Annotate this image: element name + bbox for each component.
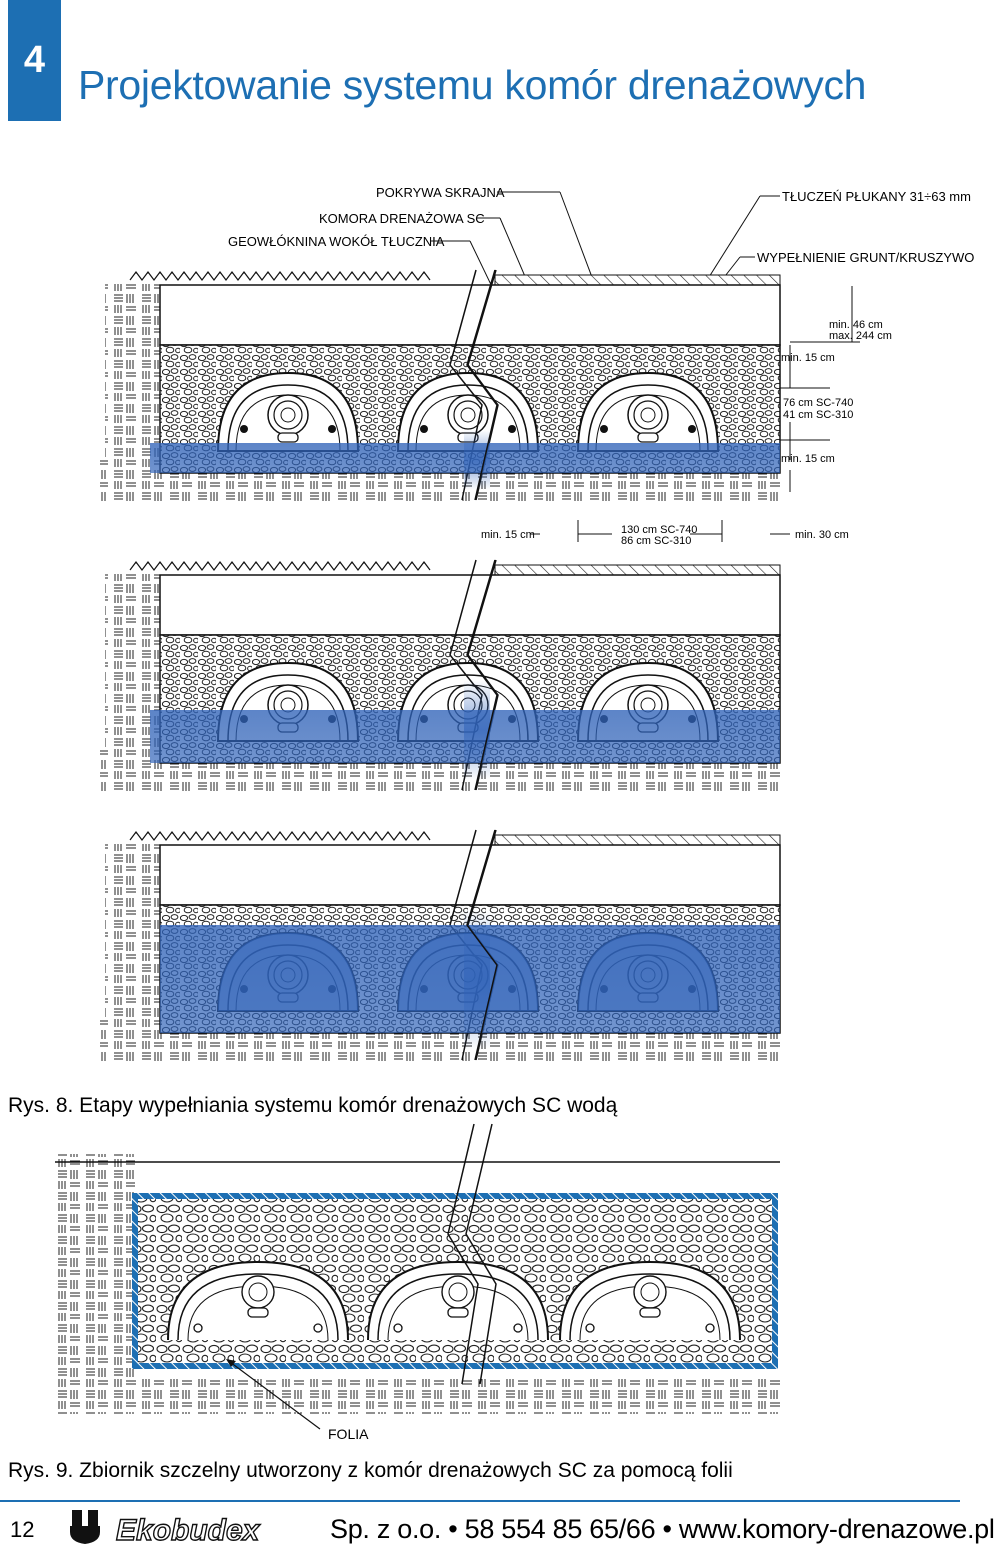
dim-stone-top: min. 15 cm [781,352,835,364]
figure-8-stage-3 [100,830,780,1062]
figure-8-stage-2 [100,560,780,792]
dim-spacing-min: min. 30 cm [795,529,849,541]
label-geotextile: GEOWŁÓKNINA WOKÓŁ TŁUCZNIA [228,234,445,249]
figure-8-caption: Rys. 8. Etapy wypełniania systemu komór … [8,1094,618,1117]
label-foil: FOLIA [328,1426,369,1442]
dim-height-310: 41 cm SC-310 [783,409,853,421]
brand-name: Ekobudex [116,1514,261,1547]
label-stone: TŁUCZEŃ PŁUKANY 31÷63 mm [782,189,971,204]
footer-divider [0,1500,960,1502]
label-chamber: KOMORA DRENAŻOWA SC [319,211,485,226]
dim-height-740: 76 cm SC-740 [783,397,853,409]
page-title: Projektowanie systemu komór drenażowych [78,62,867,108]
section-number-badge: 4 [8,0,61,121]
figure-8-labels: POKRYWA SKRAJNA KOMORA DRENAŻOWA SC GEOW… [228,185,974,406]
figure-8-dimensions: min. 46 cm max. 244 cm min. 15 cm 76 cm … [481,286,892,547]
figure-8: POKRYWA SKRAJNA KOMORA DRENAŻOWA SC GEOW… [0,170,974,1090]
dim-cover-min: min. 46 cm [829,319,883,331]
figure-8-stage-1 [100,270,780,502]
label-fill: WYPEŁNIENIE GRUNT/KRUSZYWO [757,250,974,265]
dim-side-min: min. 15 cm [481,529,535,541]
brand-logo: Ekobudex [68,1508,308,1553]
dim-cover-max: max. 244 cm [829,330,892,342]
label-cover: POKRYWA SKRAJNA [376,185,505,200]
figure-9-caption: Rys. 9. Zbiornik szczelny utworzony z ko… [8,1459,733,1482]
dim-stone-bottom: min. 15 cm [781,453,835,465]
dim-width-740: 130 cm SC-740 [621,524,697,536]
dim-width-310: 86 cm SC-310 [621,535,691,547]
page-number: 12 [10,1517,35,1542]
footer-contact: Sp. z o.o. • 58 554 85 65/66 • www.komor… [330,1514,995,1544]
figure-9: FOLIA [0,1123,960,1454]
